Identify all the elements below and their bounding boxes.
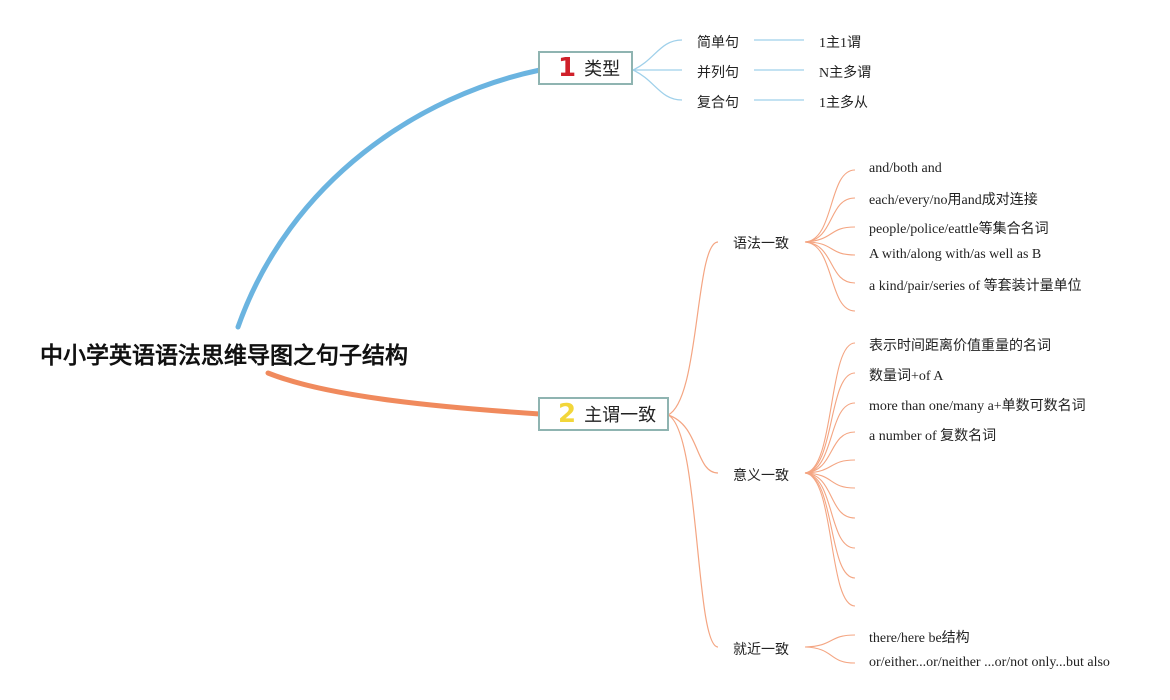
group2-leaf-links [804,342,856,607]
leaf-item: a number of 复数名词 [869,429,997,444]
b1-item-detail: 1主多从 [819,96,868,111]
leaf-item: each/every/no用and成对连接 [869,193,1038,208]
b1-link-3 [632,69,683,101]
leaf-item: people/police/eattle等集合名词 [869,222,1049,237]
leaf-item: there/here be结构 [869,631,970,646]
leaf-item: a kind/pair/series of 等套装计量单位 [869,279,1082,294]
group3-leaf-links [804,634,856,664]
b1-item-label: 复合句 [697,95,739,111]
number-one-icon: 1 [558,53,577,83]
b2-group-meaning: 意义一致 [733,468,789,484]
group1-leaf-links [804,169,856,312]
branch2-label: 主谓一致 [584,405,657,426]
b2-group-grammar: 语法一致 [733,236,789,252]
leaf-item: 表示时间距离价值重量的名词 [869,339,1051,354]
b1-item-detail: N主多谓 [819,66,872,81]
branch2-topic[interactable]: 2 主谓一致 [538,397,669,431]
central-topic: 中小学英语语法思维导图之句子结构 [40,343,408,369]
branch1-topic[interactable]: 1 类型 [538,51,633,85]
b2-group-proximity: 就近一致 [733,642,789,658]
b1-item-detail: 1主1谓 [819,36,861,51]
leaf-item: and/both and [869,161,942,176]
branch2-connector [265,370,543,417]
b1-link-1 [632,39,683,71]
branch1-label: 类型 [584,59,621,80]
b2-group-link-2 [667,414,719,474]
b2-group-link-3 [667,414,719,648]
branch1-connector [235,67,543,330]
number-two-icon: 2 [558,399,577,429]
leaf-item: more than one/many a+单数可数名词 [869,399,1086,414]
b1-item-label: 简单句 [697,35,739,51]
b2-group-link-1 [667,241,719,416]
leaf-item: A with/along with/as well as B [869,247,1042,262]
b1-item-label: 并列句 [697,65,739,81]
leaf-item: or/either...or/neither ...or/not only...… [869,655,1110,670]
leaf-item: 数量词+of A [869,369,944,384]
